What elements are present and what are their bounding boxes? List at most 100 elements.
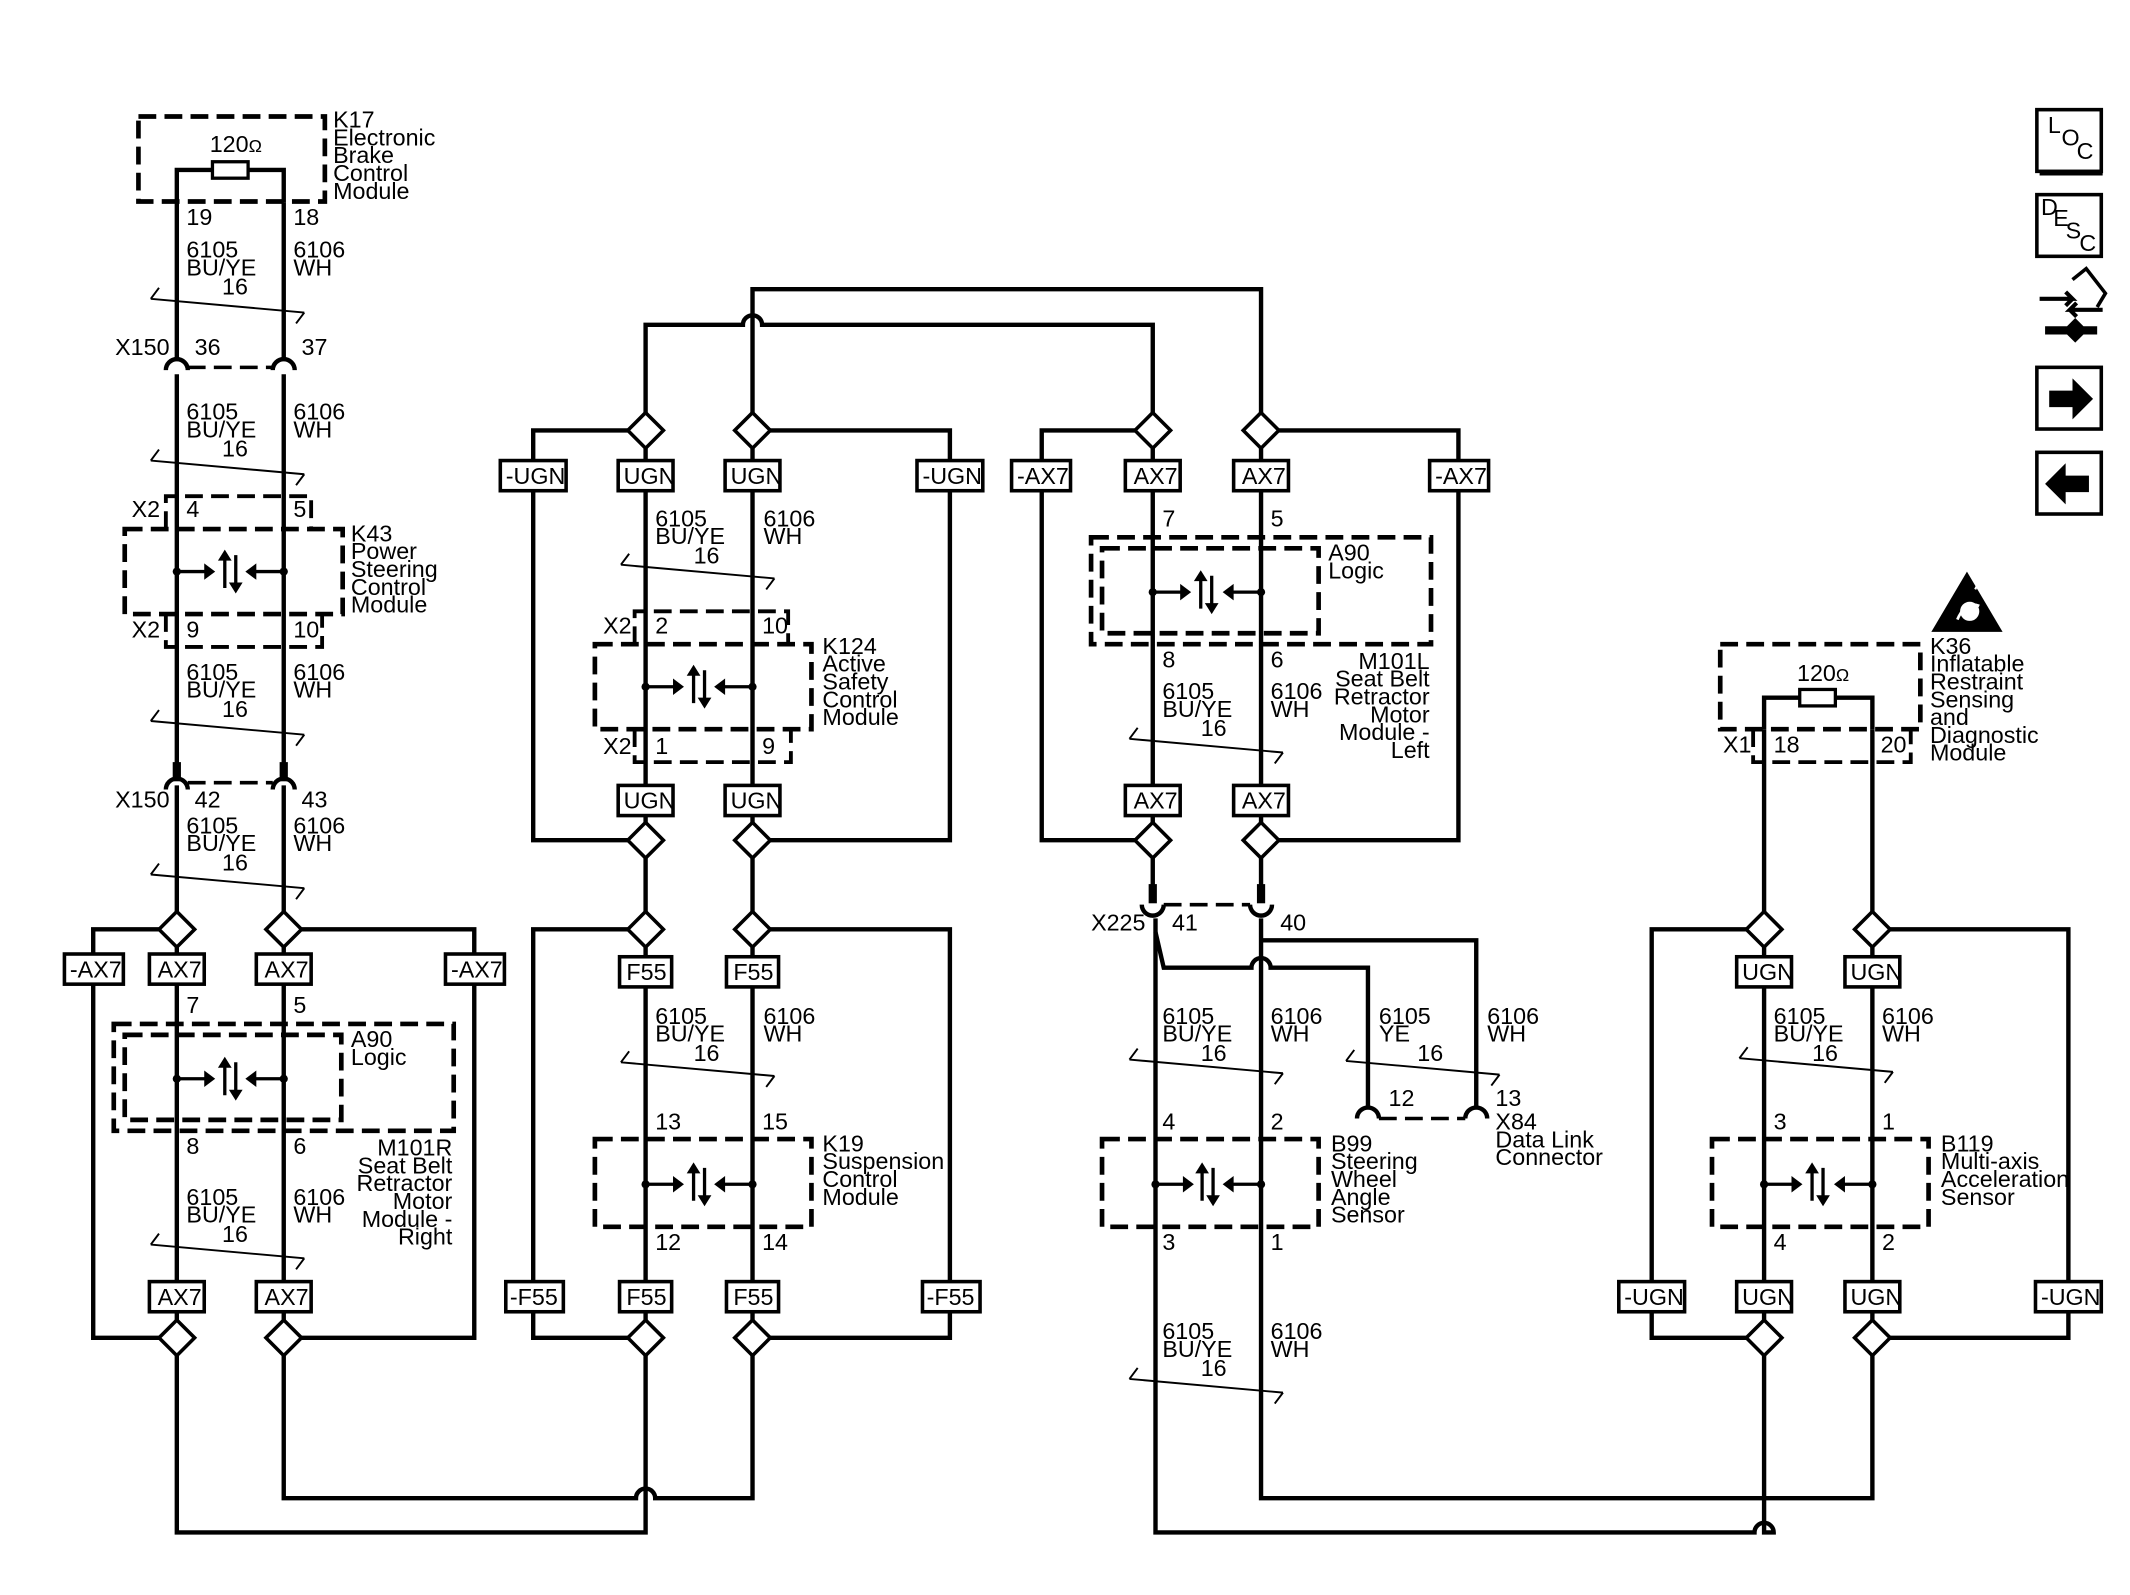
svg-text:BU/YE: BU/YE bbox=[655, 523, 725, 549]
svg-text:UGN: UGN bbox=[1850, 1284, 1902, 1310]
svg-text:5: 5 bbox=[293, 496, 306, 522]
svg-text:6: 6 bbox=[293, 1133, 306, 1159]
svg-text:X1: X1 bbox=[1723, 732, 1752, 758]
svg-text:Steering: Steering bbox=[351, 556, 438, 582]
terminating-resistor bbox=[210, 160, 250, 180]
svg-text:Multi-axis: Multi-axis bbox=[1941, 1148, 2039, 1174]
svg-text:AX7: AX7 bbox=[265, 1284, 309, 1310]
wire-label-group: 6105 BU/YE 16 6106 WH bbox=[1128, 678, 1323, 765]
svg-text:6106: 6106 bbox=[1882, 1003, 1934, 1029]
transceiver-symbol bbox=[1759, 1162, 1877, 1207]
svg-text:6105: 6105 bbox=[186, 237, 238, 263]
svg-text:-AX7: -AX7 bbox=[1435, 463, 1487, 489]
svg-text:Logic: Logic bbox=[351, 1044, 407, 1070]
svg-text:X2: X2 bbox=[132, 616, 161, 642]
svg-text:AX7: AX7 bbox=[1242, 463, 1286, 489]
svg-text:13: 13 bbox=[655, 1108, 681, 1134]
wire-label-group: 6105 BU/YE 16 6106 WH bbox=[620, 505, 815, 590]
x150-inline-connector-b: X150 42 43 bbox=[115, 762, 327, 812]
svg-text:X2: X2 bbox=[603, 612, 632, 638]
x150-inline-connector-a: X150 36 37 bbox=[115, 334, 328, 371]
m101l-seat-belt-retractor-motor-module-left: 7 5 A90 Logic 8 6 M101L Seat Belt Retrac… bbox=[1088, 505, 1434, 763]
svg-text:16: 16 bbox=[222, 696, 248, 722]
svg-text:WH: WH bbox=[1271, 696, 1310, 722]
svg-text:BU/YE: BU/YE bbox=[186, 677, 256, 703]
m101r-seat-belt-retractor-motor-module-right: 7 5 A90 Logic 8 6 M101R Seat Belt Retrac… bbox=[111, 992, 457, 1250]
svg-text:F55: F55 bbox=[626, 959, 666, 985]
back-arrow-icon[interactable] bbox=[2035, 450, 2104, 516]
svg-text:16: 16 bbox=[222, 274, 248, 300]
svg-text:AX7: AX7 bbox=[158, 956, 202, 982]
svg-text:WH: WH bbox=[1271, 1336, 1310, 1362]
forward-arrow-icon[interactable] bbox=[2035, 365, 2104, 431]
svg-text:6106: 6106 bbox=[293, 398, 345, 424]
svg-text:6106: 6106 bbox=[293, 812, 345, 838]
svg-text:M101R: M101R bbox=[377, 1135, 452, 1161]
splice-junctions bbox=[1743, 908, 1893, 1359]
svg-text:4: 4 bbox=[1162, 1108, 1175, 1134]
wire-label-group: 6105 BU/YE 16 6106 WH bbox=[1128, 1003, 1322, 1085]
svg-text:6105: 6105 bbox=[1379, 1003, 1431, 1029]
svg-text:16: 16 bbox=[1201, 1355, 1227, 1381]
svg-text:B119: B119 bbox=[1941, 1130, 1994, 1156]
svg-text:16: 16 bbox=[1201, 715, 1227, 741]
svg-text:F55: F55 bbox=[626, 1284, 666, 1310]
svg-text:6105: 6105 bbox=[655, 1003, 707, 1029]
x84-data-link-connector: 12 13 X84 Data Link Connector bbox=[1354, 1085, 1603, 1170]
routing-icon[interactable] bbox=[2039, 266, 2108, 343]
wire-label-group: 6105 BU/YE 16 6106 WH bbox=[620, 1003, 815, 1088]
location-button[interactable]: L O C bbox=[2035, 107, 2104, 176]
svg-text:9: 9 bbox=[762, 733, 775, 759]
svg-text:Module -: Module - bbox=[362, 1206, 453, 1232]
svg-text:16: 16 bbox=[1812, 1040, 1838, 1066]
svg-text:18: 18 bbox=[293, 204, 319, 230]
svg-text:20: 20 bbox=[1881, 732, 1907, 758]
svg-text:Wheel: Wheel bbox=[1331, 1166, 1397, 1192]
svg-text:Left: Left bbox=[1391, 737, 1430, 763]
svg-text:8: 8 bbox=[186, 1133, 199, 1159]
svg-text:6106: 6106 bbox=[763, 1003, 815, 1029]
svg-text:X150: X150 bbox=[115, 786, 169, 812]
wire-label-group: 6105 BU/YE 16 6106 WH bbox=[1738, 1003, 1934, 1084]
svg-text:6106: 6106 bbox=[763, 505, 815, 531]
wire-label-group: 6105 BU/YE 16 6106 WH bbox=[150, 237, 345, 325]
svg-text:6106: 6106 bbox=[1271, 678, 1323, 704]
svg-text:WH: WH bbox=[293, 830, 332, 856]
svg-text:Sensor: Sensor bbox=[1331, 1202, 1405, 1228]
svg-text:Active: Active bbox=[822, 651, 885, 677]
description-button[interactable]: D E S C bbox=[2035, 192, 2104, 259]
svg-text:Logic: Logic bbox=[1328, 557, 1384, 583]
b119-multi-axis-acceleration-sensor: 3 1 4 2 B119 Acceleration Multi-axis Sen… bbox=[1709, 1108, 2069, 1255]
svg-text:1: 1 bbox=[655, 733, 668, 759]
svg-text:6106: 6106 bbox=[293, 659, 345, 685]
svg-text:4: 4 bbox=[186, 496, 199, 522]
svg-text:2: 2 bbox=[655, 612, 668, 638]
svg-text:Sensor: Sensor bbox=[1941, 1184, 2015, 1210]
k17-electronic-brake-control-module: 120Ω K17 Electronic Brake Control Module… bbox=[136, 106, 436, 230]
svg-text:M101L: M101L bbox=[1358, 648, 1429, 674]
svg-text:37: 37 bbox=[302, 334, 328, 360]
svg-text:Brake: Brake bbox=[333, 142, 394, 168]
svg-text:A90: A90 bbox=[1328, 540, 1369, 566]
svg-text:10: 10 bbox=[762, 612, 788, 638]
k43-power-steering-control-module: X2 4 5 X2 9 10 K43 Power Steering Contro… bbox=[122, 494, 438, 649]
svg-text:2: 2 bbox=[1271, 1108, 1284, 1134]
svg-text:Control: Control bbox=[822, 686, 897, 712]
b99-steering-wheel-angle-sensor: 4 2 3 1 B99 Steering Wheel Angle Sensor bbox=[1099, 1108, 1418, 1255]
svg-text:6106: 6106 bbox=[1487, 1003, 1539, 1029]
svg-text:12: 12 bbox=[655, 1229, 681, 1255]
svg-text:BU/YE: BU/YE bbox=[1162, 1021, 1232, 1047]
network-tags-right: UGN UGN -UGN UGN UGN -UGN bbox=[1617, 954, 2104, 1314]
svg-text:WH: WH bbox=[1271, 1021, 1310, 1047]
svg-text:AX7: AX7 bbox=[1134, 463, 1178, 489]
svg-text:WH: WH bbox=[1487, 1021, 1526, 1047]
svg-text:-UGN: -UGN bbox=[2041, 1284, 2101, 1310]
svg-text:YE: YE bbox=[1379, 1021, 1410, 1047]
svg-text:K19: K19 bbox=[822, 1130, 863, 1156]
svg-text:O: O bbox=[2062, 124, 2080, 150]
svg-text:L: L bbox=[2048, 112, 2061, 138]
splice-junctions bbox=[1132, 410, 1282, 861]
svg-text:Motor: Motor bbox=[1370, 701, 1430, 727]
svg-text:12: 12 bbox=[1389, 1085, 1415, 1111]
svg-text:-UGN: -UGN bbox=[1624, 1284, 1684, 1310]
